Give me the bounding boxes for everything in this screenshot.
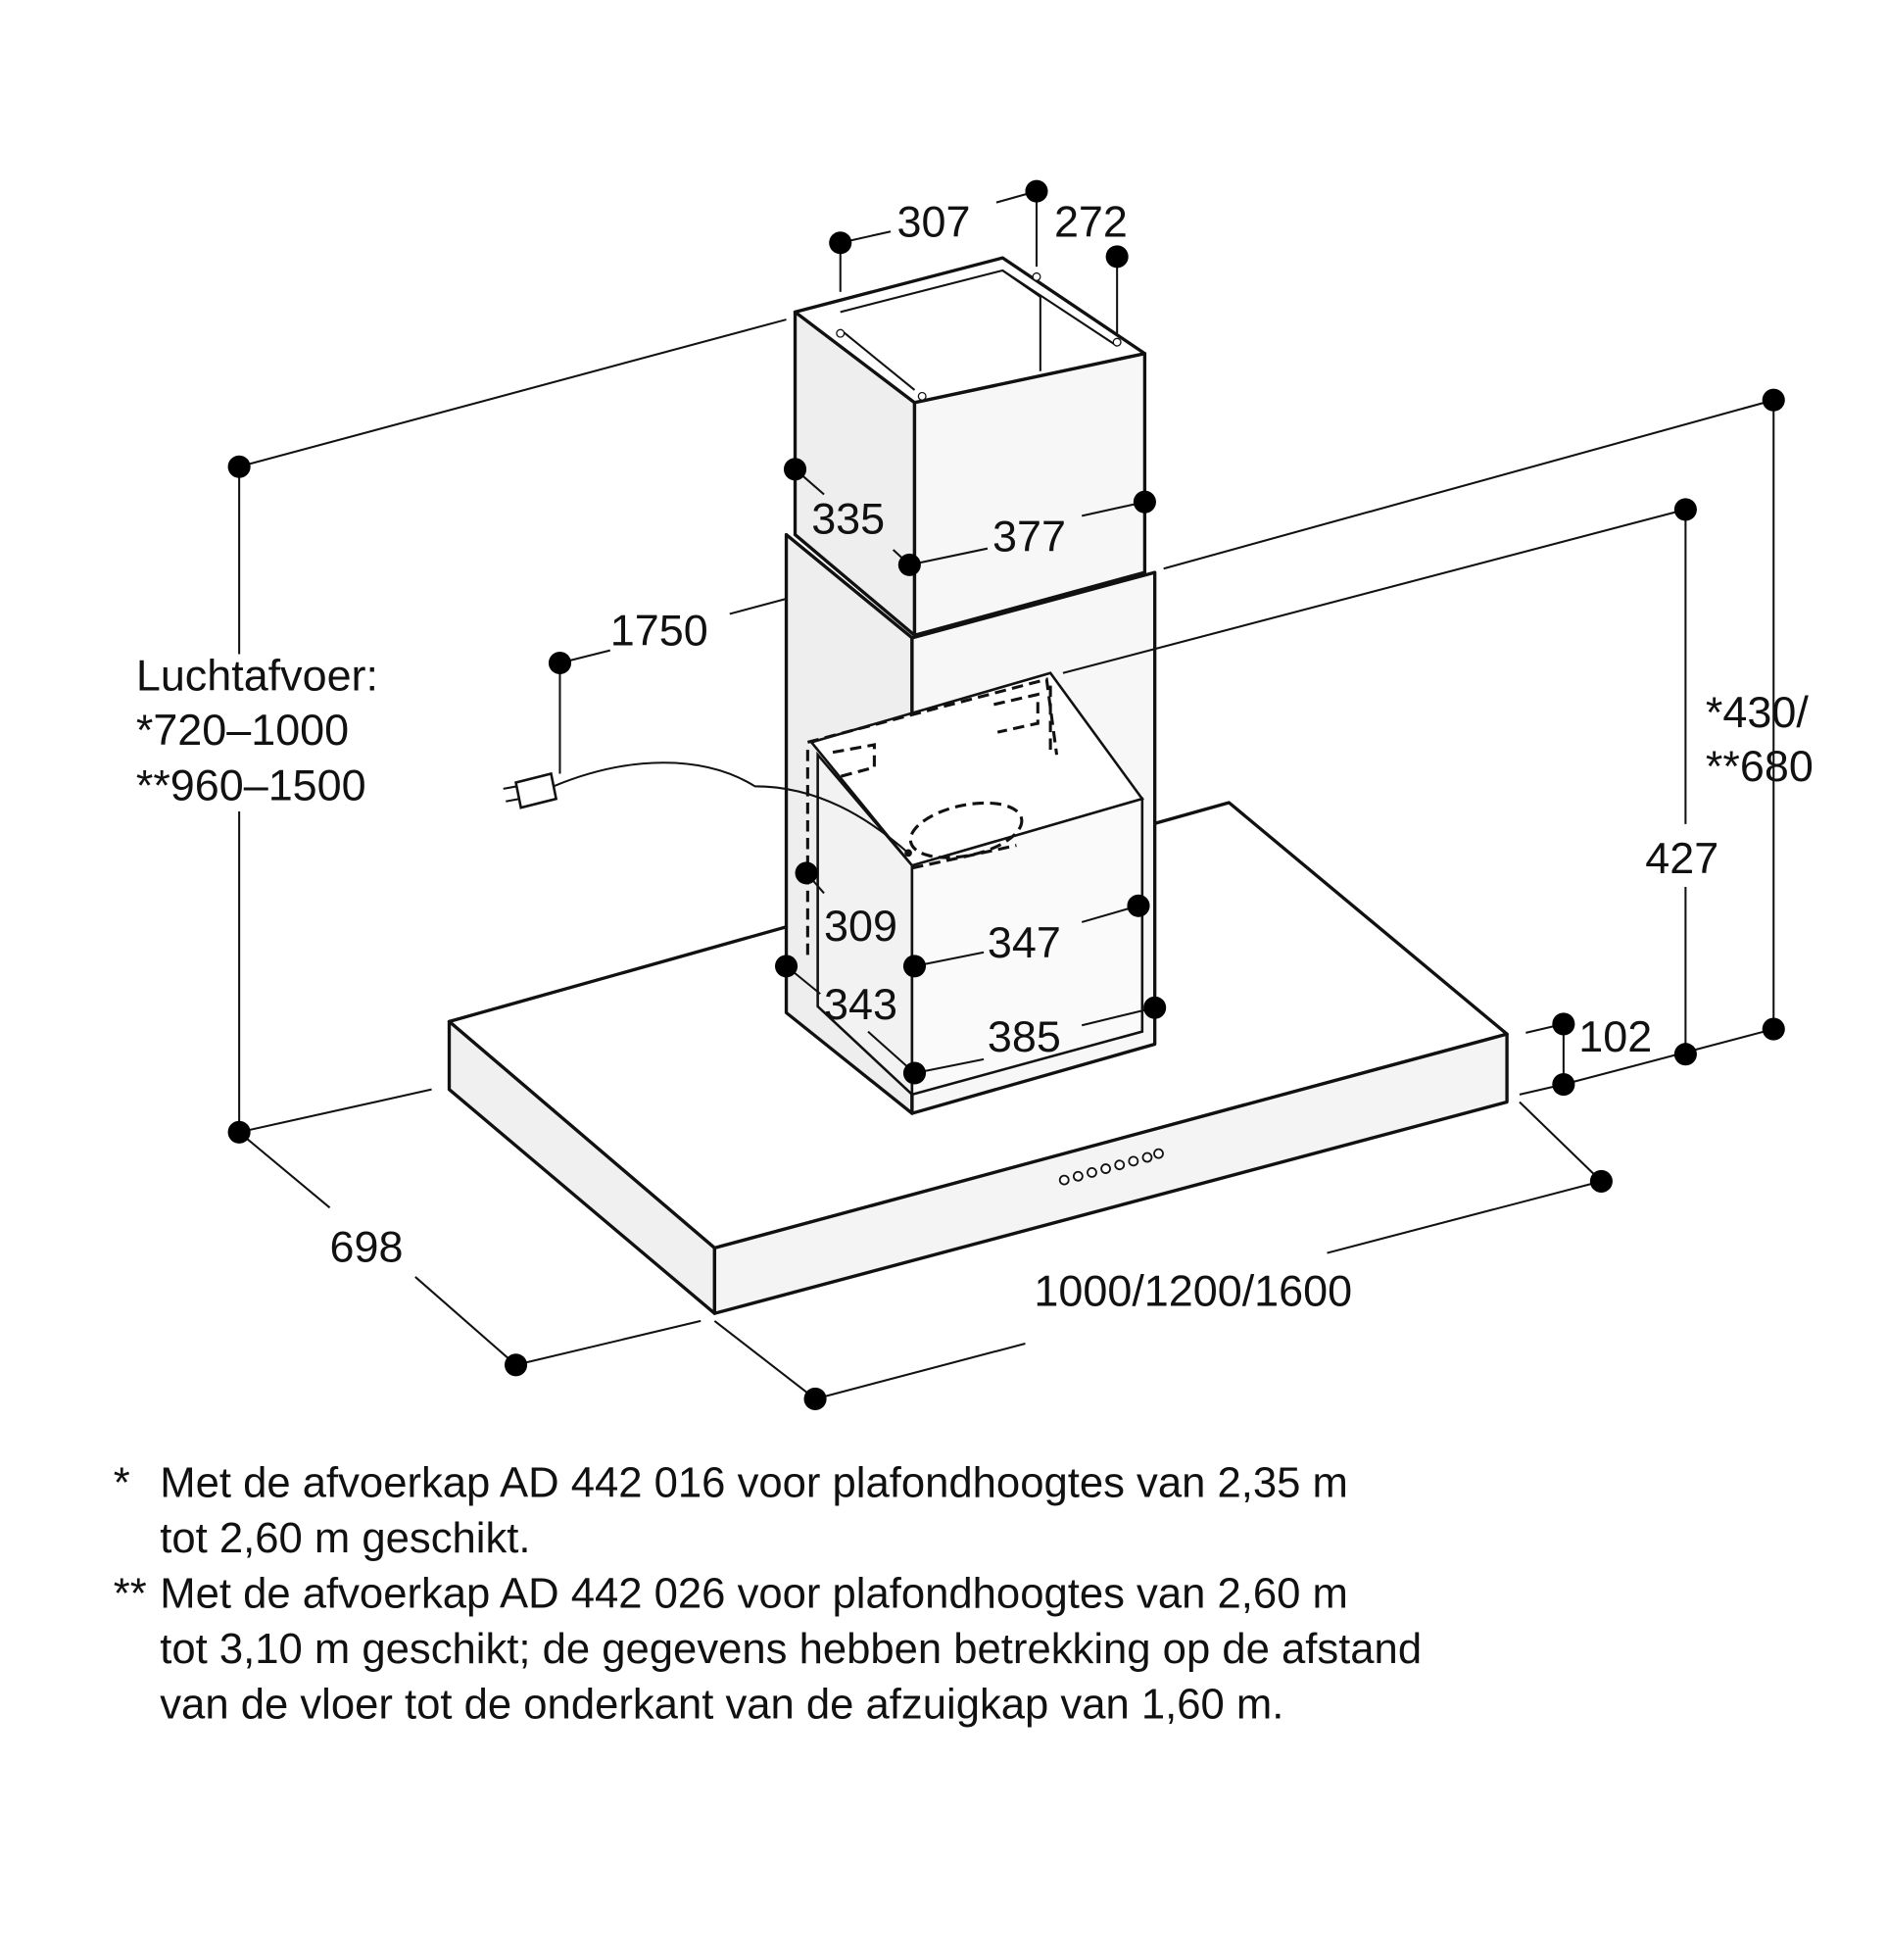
dim-chimney-height-1: *430/ [1706, 687, 1809, 737]
dim-lower-outer-depth: 343 [824, 979, 897, 1029]
dim-lower-outer-width: 385 [988, 1011, 1061, 1061]
lower-chimney [784, 532, 1157, 1115]
dim-top-width: 307 [897, 196, 971, 246]
dim-canopy-depth: 698 [330, 1222, 404, 1272]
footnote-line: tot 2,60 m geschikt. [160, 1514, 530, 1562]
dim-top-depth: 272 [1054, 196, 1128, 246]
dim-lower-height: 427 [1645, 833, 1718, 883]
power-cable [503, 761, 912, 858]
dimension-lines [238, 190, 1775, 1400]
footnote-line: tot 3,10 m geschikt; de gegevens hebben … [160, 1625, 1422, 1673]
footnote-line: Met de afvoerkap AD 442 016 voor plafond… [160, 1459, 1348, 1507]
dim-cable-length: 1750 [610, 606, 708, 656]
dim-chimney-height-2: **680 [1706, 741, 1814, 791]
dim-upper-chimney-width: 377 [992, 511, 1066, 561]
exhaust-label: Luchtafvoer: [136, 651, 378, 701]
dim-upper-chimney-depth: 335 [811, 493, 885, 543]
dim-canopy-width: 1000/1200/1600 [1034, 1265, 1352, 1315]
dimension-points [227, 179, 1785, 1411]
footnote-marker: * [114, 1459, 130, 1507]
footnote-marker: ** [114, 1570, 147, 1618]
footnote-line: van de vloer tot de onderkant van de afz… [160, 1681, 1283, 1729]
upper-chimney [793, 256, 1147, 637]
dim-canopy-height: 102 [1578, 1011, 1652, 1061]
exhaust-range-1: *720–1000 [136, 705, 349, 755]
footnotes: * Met de afvoerkap AD 442 016 voor plafo… [114, 1459, 1422, 1729]
dim-lower-inner-depth: 309 [824, 901, 897, 951]
dim-lower-inner-width: 347 [988, 917, 1061, 967]
control-buttons [1058, 1148, 1164, 1186]
exhaust-range-2: **960–1500 [136, 760, 366, 809]
footnote-line: Met de afvoerkap AD 442 026 voor plafond… [160, 1570, 1348, 1618]
